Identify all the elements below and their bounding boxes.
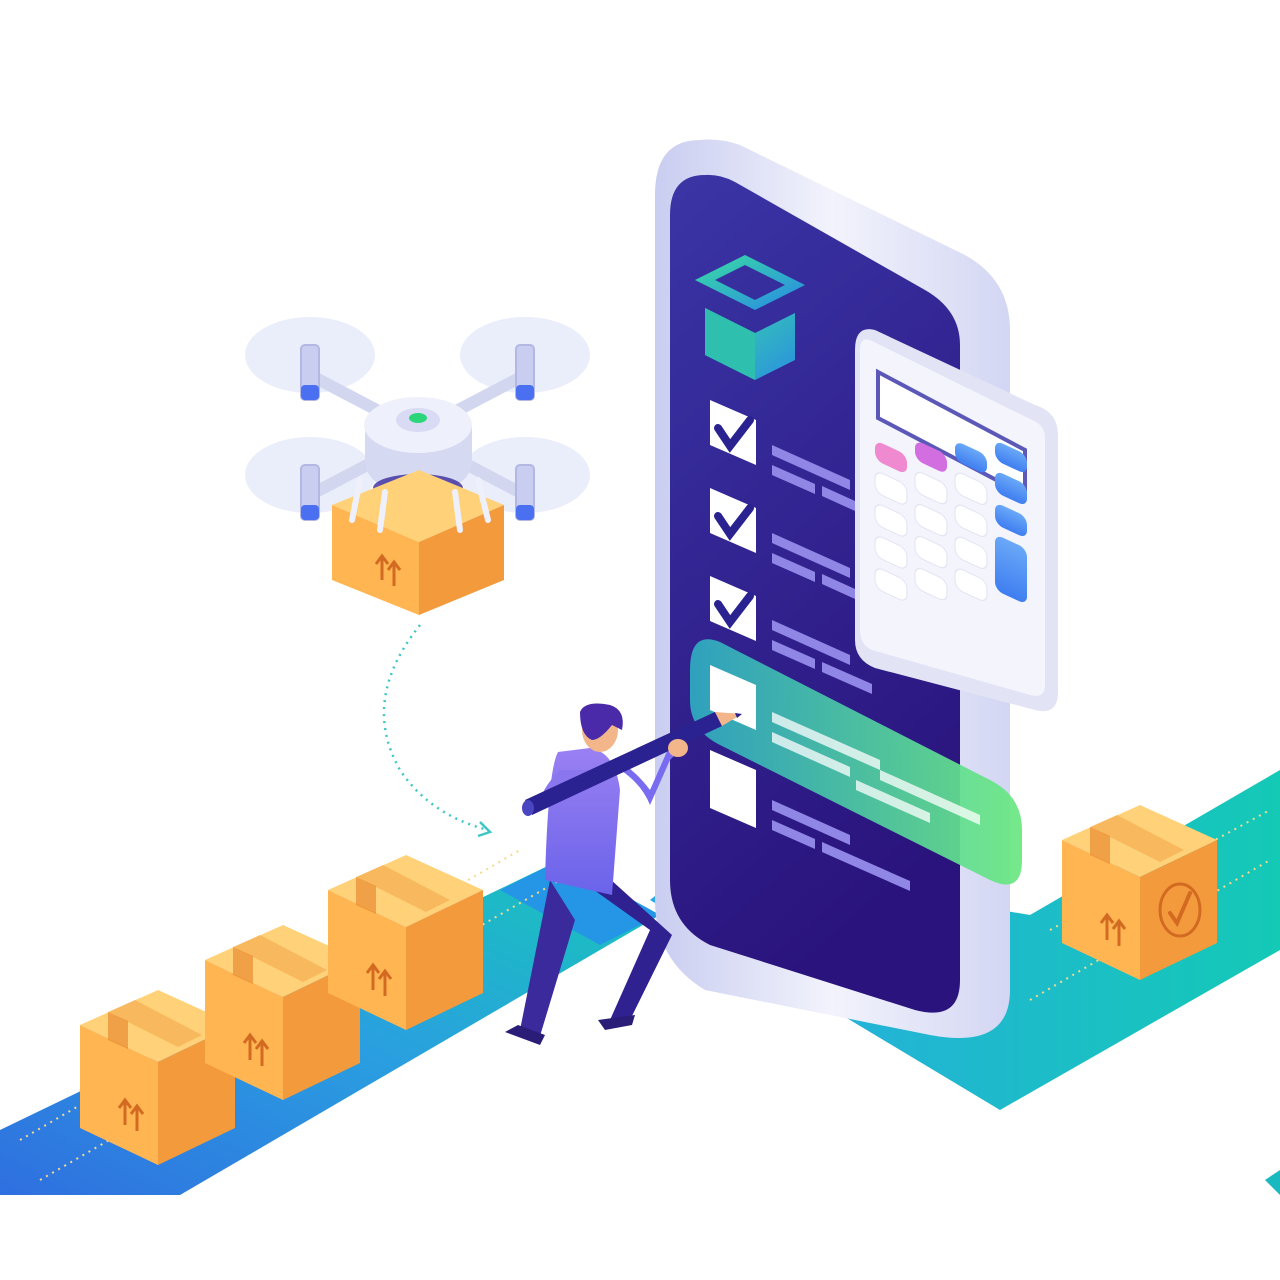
check-icon — [714, 592, 754, 629]
check-stamp-icon — [1158, 882, 1202, 938]
checkbox[interactable] — [710, 400, 756, 465]
checklist-item[interactable] — [710, 576, 872, 694]
parcel-box — [80, 990, 235, 1165]
parcel-box-approved — [1062, 805, 1217, 980]
checklist-item[interactable] — [710, 400, 855, 511]
drone — [245, 317, 590, 615]
status-light — [409, 413, 427, 423]
hand — [668, 739, 688, 757]
up-arrows-icon — [117, 1097, 145, 1131]
up-arrows-icon — [374, 553, 402, 586]
carried-parcel-box — [332, 470, 504, 615]
check-icon — [714, 416, 754, 453]
parcel-box — [328, 855, 483, 1030]
pencil-icon — [522, 712, 742, 816]
shoe — [598, 1015, 635, 1030]
checkbox[interactable] — [710, 576, 756, 641]
calculator-keys — [874, 442, 1027, 602]
up-arrows-icon — [365, 962, 393, 996]
checklist-item[interactable] — [710, 488, 855, 599]
box-icon — [694, 254, 806, 380]
calculator — [855, 329, 1058, 712]
flight-path — [382, 624, 489, 832]
shoe — [505, 1025, 545, 1045]
person — [505, 703, 742, 1045]
check-icon — [714, 504, 754, 541]
up-arrows-icon — [1099, 912, 1127, 946]
up-arrows-icon — [242, 1032, 270, 1066]
checkbox[interactable] — [710, 750, 756, 828]
checklist-item[interactable] — [710, 750, 910, 891]
parcel-box — [205, 925, 360, 1100]
checkbox[interactable] — [710, 488, 756, 553]
checklist-item-active[interactable] — [690, 639, 1022, 885]
checklist — [690, 400, 1022, 891]
